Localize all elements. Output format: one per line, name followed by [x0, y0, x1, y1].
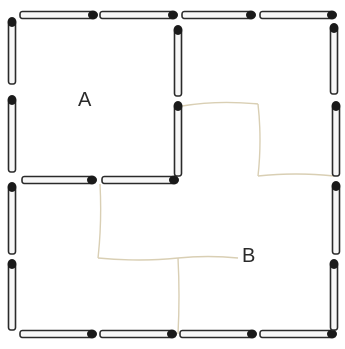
matchstick-horizontal [182, 11, 256, 20]
match-head [332, 181, 341, 191]
matchstick-horizontal [20, 330, 97, 339]
match-head [87, 176, 97, 185]
matchstick-vertical [174, 25, 183, 96]
matchstick-vertical [8, 259, 17, 330]
matchstick-horizontal [22, 176, 97, 185]
guide-lines [98, 102, 334, 334]
matchstick-vertical [330, 23, 339, 94]
matchstick-horizontal [102, 176, 179, 185]
matchstick-vertical [8, 17, 17, 84]
guide-line [178, 257, 238, 259]
matchstick-horizontal [260, 330, 337, 339]
matchstick-vertical [8, 95, 17, 172]
match-head [327, 330, 337, 339]
match-head [327, 11, 337, 20]
match-head [169, 176, 179, 185]
match-head [247, 330, 257, 339]
match-head [87, 330, 97, 339]
match-head [332, 101, 341, 111]
match-head [174, 25, 183, 35]
matchstick-vertical [8, 182, 17, 254]
guide-line [258, 104, 260, 176]
match-head [8, 17, 17, 27]
match-head [174, 101, 183, 111]
match-head [330, 259, 339, 269]
matchstick-vertical [332, 101, 341, 176]
match-head [246, 11, 256, 20]
match-head [88, 11, 98, 20]
match-head [167, 330, 177, 339]
guide-line [178, 258, 179, 334]
guide-line [182, 102, 258, 106]
match-head [8, 259, 17, 269]
match-head [8, 182, 17, 192]
matchstick-vertical [332, 181, 341, 254]
matchstick-vertical [174, 101, 183, 176]
matchstick-horizontal [100, 11, 178, 20]
region-label-b: B [242, 246, 255, 266]
match-head [330, 23, 339, 33]
matchstick-vertical [330, 259, 339, 330]
guide-line [98, 258, 178, 260]
match-head [168, 11, 178, 20]
matchstick-horizontal [100, 330, 177, 339]
guide-line [98, 184, 101, 258]
matchstick-horizontal [180, 330, 257, 339]
matchstick-horizontal [20, 11, 98, 20]
region-label-a: A [78, 90, 91, 110]
guide-line [258, 174, 334, 176]
matchstick-horizontal [260, 11, 337, 20]
match-head [8, 95, 17, 105]
